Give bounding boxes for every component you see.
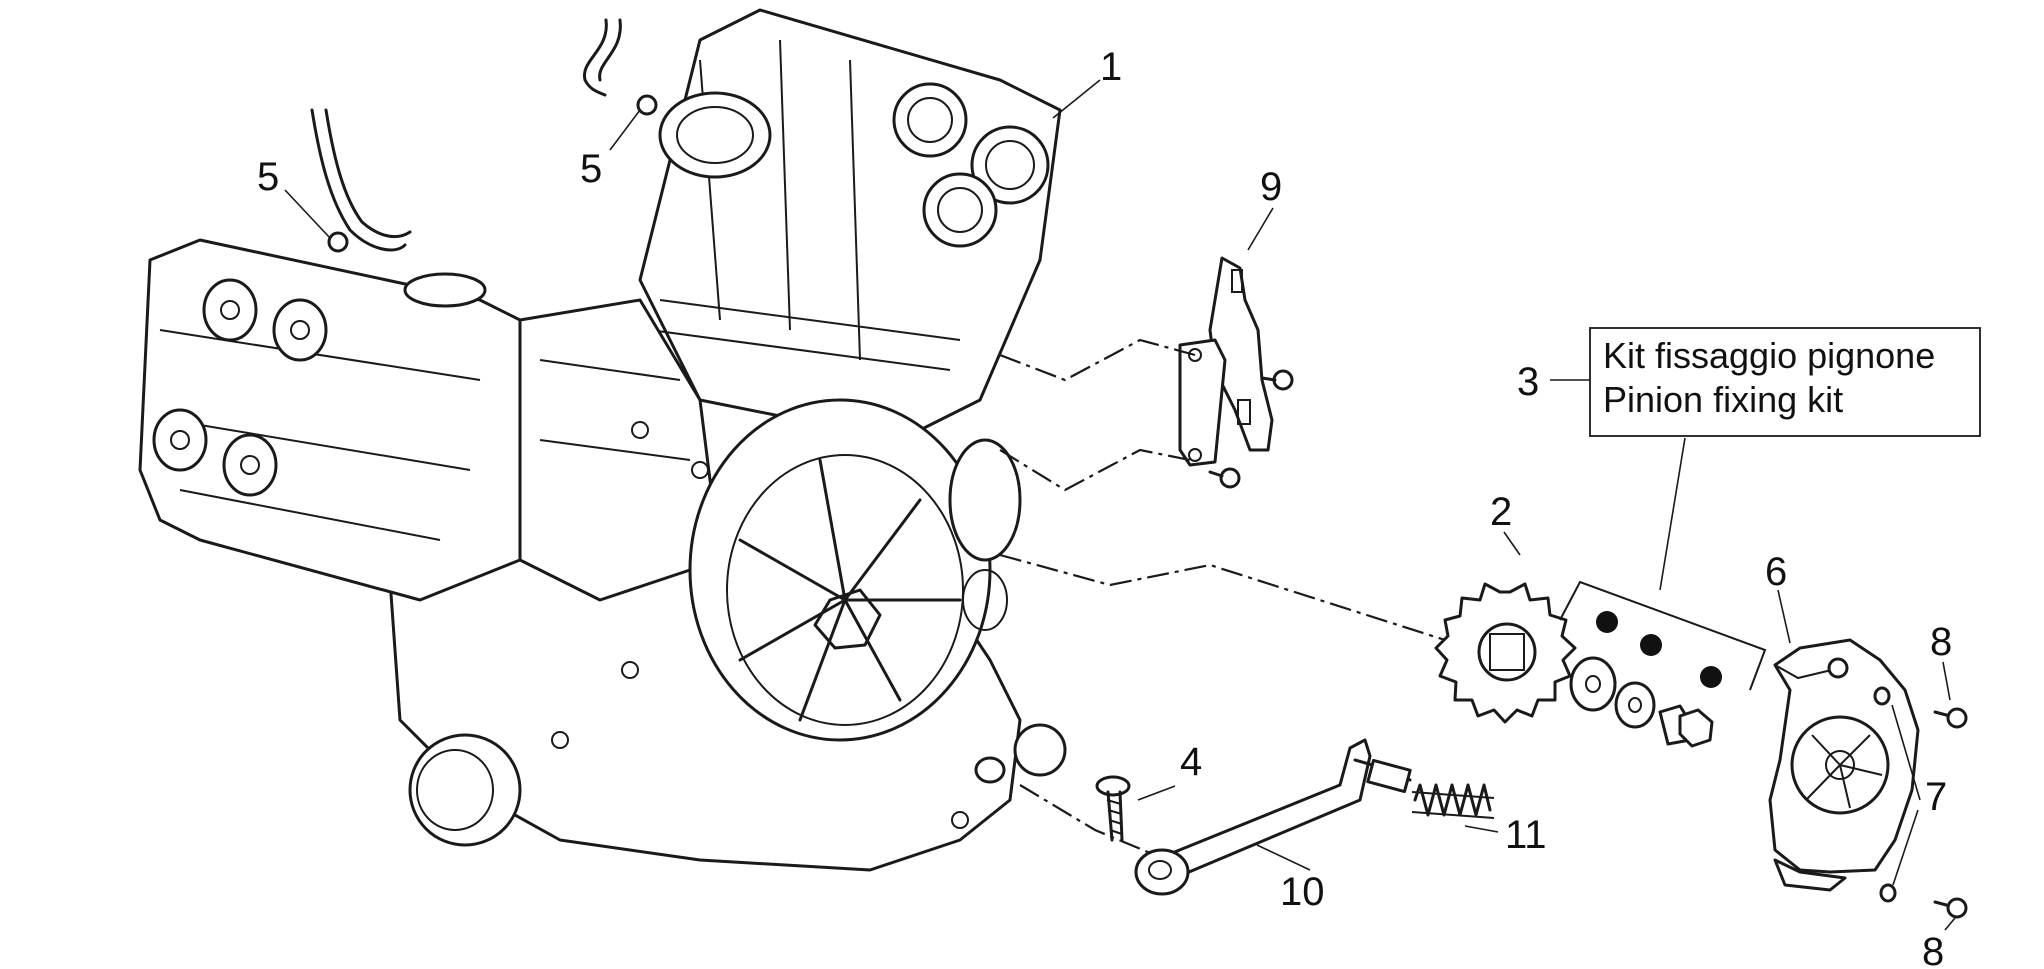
callout-11: 11 [1505, 813, 1547, 857]
callout-1: 1 [1100, 45, 1122, 89]
kit-label-box: Kit fissaggio pignone Pinion fixing kit [1589, 327, 1981, 437]
pinion-fixing-kit-parts [1559, 580, 1767, 748]
leader-lines [284, 79, 1956, 931]
breather-hose-left [310, 108, 412, 253]
kit-label-line-1: Kit fissaggio pignone [1603, 335, 1935, 376]
assembly-lines [999, 338, 1446, 857]
breather-hose-top [582, 18, 658, 116]
callout-6: 6 [1765, 550, 1787, 594]
callout-5-top: 5 [580, 147, 602, 191]
callout-8-top: 8 [1930, 620, 1952, 664]
callout-8-bottom: 8 [1922, 930, 1944, 969]
spring-part-11 [1411, 783, 1495, 819]
callout-9: 9 [1260, 165, 1282, 209]
callout-7: 7 [1925, 775, 1947, 819]
bracket-part-9 [1178, 256, 1294, 489]
callout-4: 4 [1180, 740, 1202, 784]
kit-label-line-2: Pinion fixing kit [1603, 379, 1843, 420]
screw-part-4 [1095, 775, 1131, 842]
gear-lever-part-10 [1134, 738, 1412, 896]
cover-fasteners [1873, 686, 1968, 919]
sprocket-cover-part-6 [1768, 638, 1920, 892]
callout-10: 10 [1280, 870, 1325, 914]
sprocket-part-2 [1434, 582, 1577, 724]
callout-3: 3 [1517, 360, 1539, 404]
callout-2: 2 [1490, 490, 1512, 534]
callout-5-left: 5 [257, 155, 279, 199]
engine-assembly [138, 8, 1067, 872]
